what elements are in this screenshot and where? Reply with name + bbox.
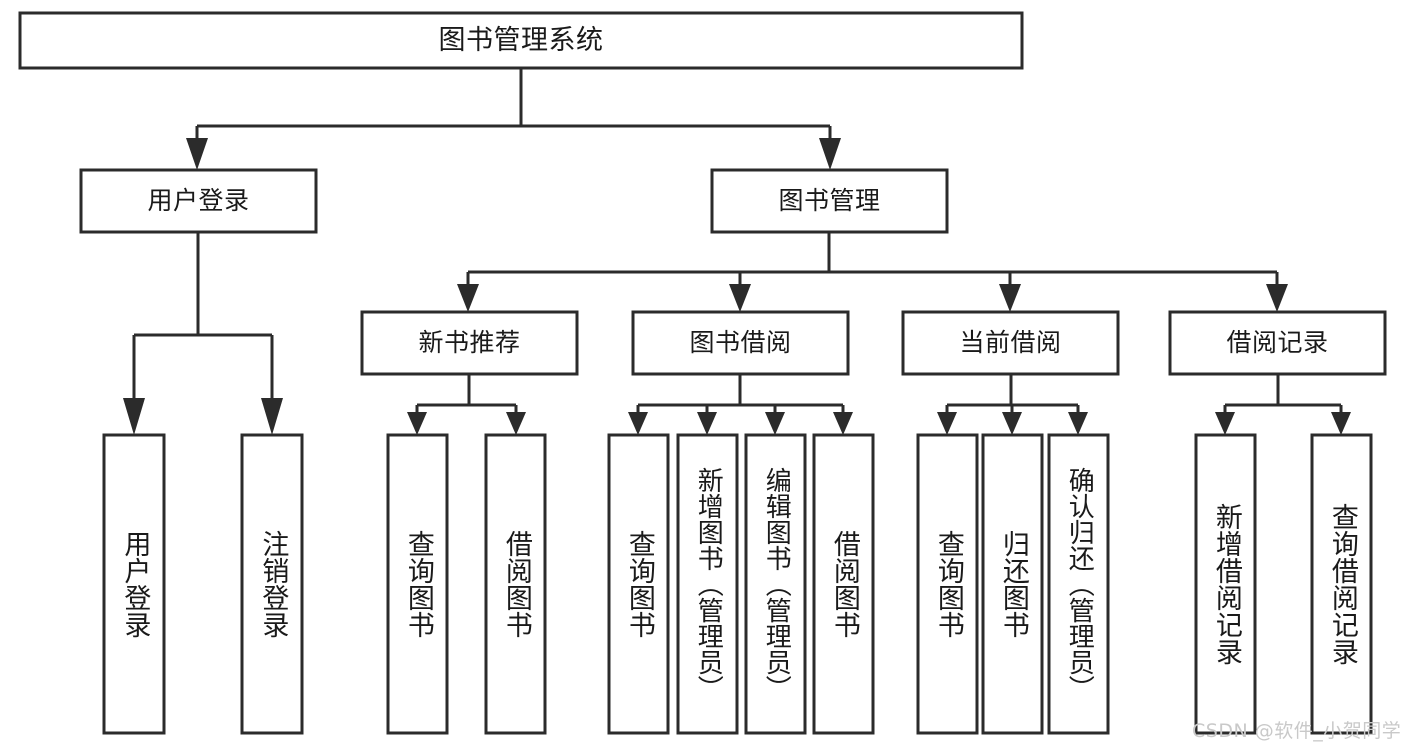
- node-box-leaf-borrow-book-1[interactable]: [484, 433, 547, 735]
- node-box-leaf-borrow-book-2[interactable]: [812, 433, 875, 735]
- arrow-head-user-login: [186, 138, 208, 170]
- node-box-leaf-return-book[interactable]: [981, 433, 1044, 735]
- node-box-book-manage[interactable]: [710, 168, 949, 234]
- arrow-head-book-manage: [819, 138, 841, 170]
- node-box-current-borrow[interactable]: [901, 310, 1120, 376]
- arrow-head-leaf-user-logout: [261, 398, 283, 435]
- node-box-leaf-confirm-return[interactable]: [1047, 433, 1110, 735]
- node-box-leaf-query-book-3[interactable]: [916, 433, 979, 735]
- arrow-head-leaf-confirm-return: [1068, 412, 1088, 435]
- arrow-head-leaf-add-record: [1215, 412, 1235, 435]
- node-box-leaf-edit-book[interactable]: [744, 433, 807, 735]
- arrow-head-leaf-add-book: [697, 412, 717, 435]
- arrow-head-new-book-recommend: [457, 284, 479, 312]
- node-box-leaf-query-book-2[interactable]: [607, 433, 670, 735]
- arrow-head-leaf-query-book-2: [628, 412, 648, 435]
- connector-group-book-borrow: [628, 374, 853, 435]
- node-box-leaf-query-record[interactable]: [1310, 433, 1373, 735]
- arrow-head-current-borrow: [999, 284, 1021, 312]
- arrow-head-leaf-borrow-book-1: [506, 412, 526, 435]
- arrow-head-leaf-return-book: [1002, 412, 1022, 435]
- arrow-head-book-borrow: [729, 284, 751, 312]
- connector-group-root: [186, 68, 841, 170]
- node-box-leaf-user-logout[interactable]: [240, 433, 304, 735]
- node-box-new-book-recommend[interactable]: [360, 310, 579, 376]
- arrow-head-leaf-user-login: [123, 398, 145, 435]
- connector-group-user-login: [123, 232, 283, 435]
- connector-group-book-manage: [457, 232, 1288, 312]
- arrow-head-leaf-query-record: [1331, 412, 1351, 435]
- arrow-head-leaf-query-book-3: [937, 412, 957, 435]
- arrow-head-leaf-borrow-book-2: [833, 412, 853, 435]
- node-box-user-login[interactable]: [79, 168, 318, 234]
- node-box-root[interactable]: [18, 11, 1024, 70]
- node-box-borrow-record[interactable]: [1168, 310, 1387, 376]
- node-box-leaf-user-login[interactable]: [102, 433, 166, 735]
- connector-group-borrow-record: [1215, 374, 1351, 435]
- arrow-head-borrow-record: [1266, 284, 1288, 312]
- connector-group-current-borrow: [937, 374, 1088, 435]
- arrow-head-leaf-edit-book: [765, 412, 785, 435]
- connector-group-new-book-recommend: [407, 374, 526, 435]
- node-box-leaf-add-record[interactable]: [1194, 433, 1257, 735]
- arrow-head-leaf-query-book-1: [407, 412, 427, 435]
- node-box-book-borrow[interactable]: [631, 310, 850, 376]
- node-box-leaf-query-book-1[interactable]: [386, 433, 449, 735]
- node-box-leaf-add-book[interactable]: [676, 433, 739, 735]
